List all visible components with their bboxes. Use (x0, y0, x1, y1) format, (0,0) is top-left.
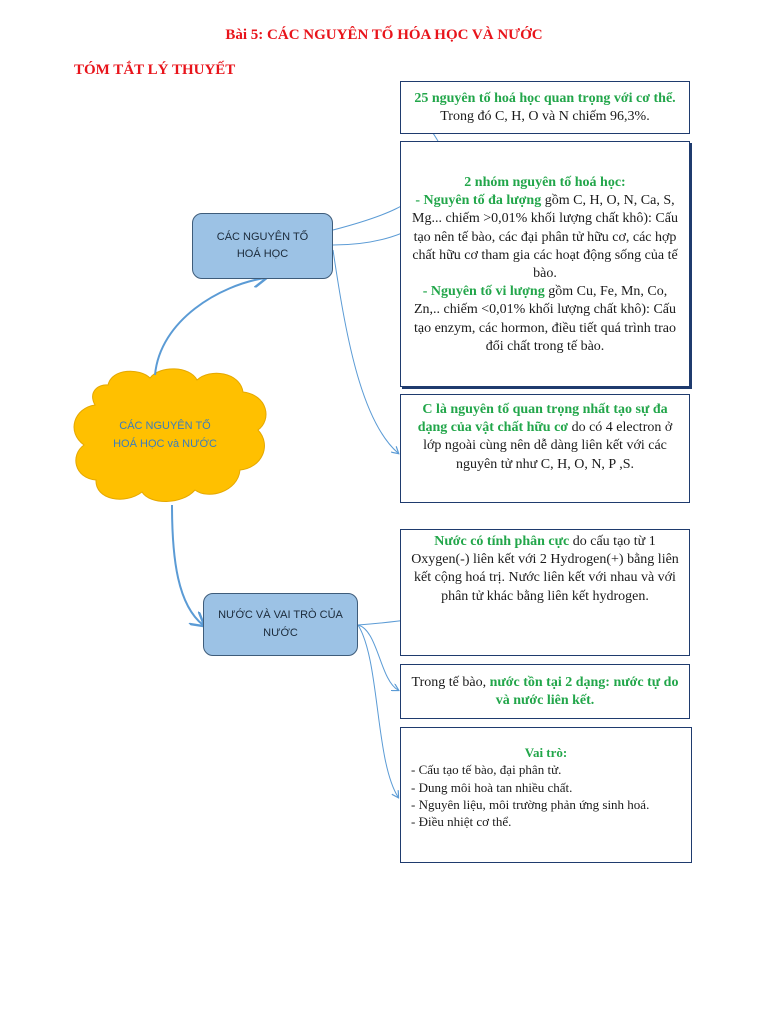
box-water-forms: Trong tế bào, nước tồn tại 2 dạng: nước … (400, 664, 690, 719)
box-carbon: C là nguyên tố quan trọng nhất tạo sự đa… (400, 394, 690, 503)
box1-text: Trong đó C, H, O và N chiếm 96,3%. (440, 109, 650, 125)
box2-micro: - Nguyên tố vi lượng gồm Cu, Fe, Mn, Co,… (409, 283, 681, 356)
box-element-groups: 2 nhóm nguyên tố hoá học: - Nguyên tố đa… (400, 141, 690, 387)
box-water-roles: Vai trò: - Cấu tạo tế bào, đại phân tử. … (400, 727, 692, 863)
connector-cloud-water (171, 504, 203, 625)
box4-highlight: Nước có tính phân cực (434, 534, 570, 549)
connector-box5 (357, 624, 398, 690)
role-item: - Điều nhiệt cơ thể. (411, 814, 512, 830)
box5-highlight: nước tồn tại 2 dạng: nước tự do và nước … (489, 675, 679, 709)
node-chemical-elements: CÁC NGUYÊN TỐ HOÁ HỌC (192, 213, 333, 279)
box2-micro-label: - Nguyên tố vi lượng (422, 284, 545, 300)
box6-heading: Vai trò: (524, 745, 568, 760)
node-water-line1: NƯỚC VÀ VAI TRÒ CỦA (218, 609, 343, 622)
node-water-line2: NƯỚC (263, 626, 298, 639)
box2-macro: - Nguyên tố đa lượng gồm C, H, O, N, Ca,… (409, 192, 681, 283)
node-elements-line1: CÁC NGUYÊN TỐ (216, 230, 309, 243)
connector-cloud-elements (154, 278, 265, 376)
box4-text: do cấu tạo từ 1 Oxygen(-) liên kết với 2… (411, 534, 679, 604)
node-elements-line2: HOÁ HỌC (236, 248, 289, 260)
box2-micro-text: gồm Cu, Fe, Mn, Co, Zn,.. chiếm <0,01% k… (413, 284, 677, 354)
role-item: - Cấu tạo tế bào, đại phân tử. (411, 762, 562, 778)
box3-highlight: C là nguyên tố quan trọng nhất tạo sự đa… (417, 402, 668, 436)
node-water-role: NƯỚC VÀ VAI TRÒ CỦA NƯỚC (203, 593, 358, 656)
cloud-label-line2: HOÁ HỌC và NƯỚC (113, 437, 217, 450)
section-heading: TÓM TẮT LÝ THUYẾT (74, 62, 236, 78)
box1-highlight: 25 nguyên tố hoá học quan trọng với cơ t… (414, 91, 676, 106)
page-title: Bài 5: CÁC NGUYÊN TỐ HÓA HỌC VÀ NƯỚC (225, 27, 543, 43)
box-water-polarity: Nước có tính phân cực do cấu tạo từ 1 Ox… (400, 529, 690, 656)
box2-heading: 2 nhóm nguyên tố hoá học: (464, 175, 626, 190)
connector-box6 (357, 624, 398, 797)
box3-text: do có 4 electron ở lớp ngoài cùng nên dễ… (423, 420, 673, 472)
central-cloud (73, 368, 267, 502)
role-item: - Nguyên liệu, môi trường phản ứng sinh … (411, 796, 650, 812)
box2-macro-label: - Nguyên tố đa lượng (415, 193, 542, 209)
connector-box3 (332, 249, 398, 453)
role-item: - Dung môi hoà tan nhiều chất. (411, 779, 573, 795)
central-cloud-label: CÁC NGUYÊN TỐ HOÁ HỌC và NƯỚC (100, 418, 230, 453)
box2-macro-text: gồm C, H, O, N, Ca, S, Mg... chiếm >0,01… (412, 193, 678, 281)
box-25-elements: 25 nguyên tố hoá học quan trọng với cơ t… (400, 81, 690, 134)
box5-text: Trong tế bào, (411, 675, 490, 690)
cloud-label-line1: CÁC NGUYÊN TỐ (119, 420, 211, 432)
